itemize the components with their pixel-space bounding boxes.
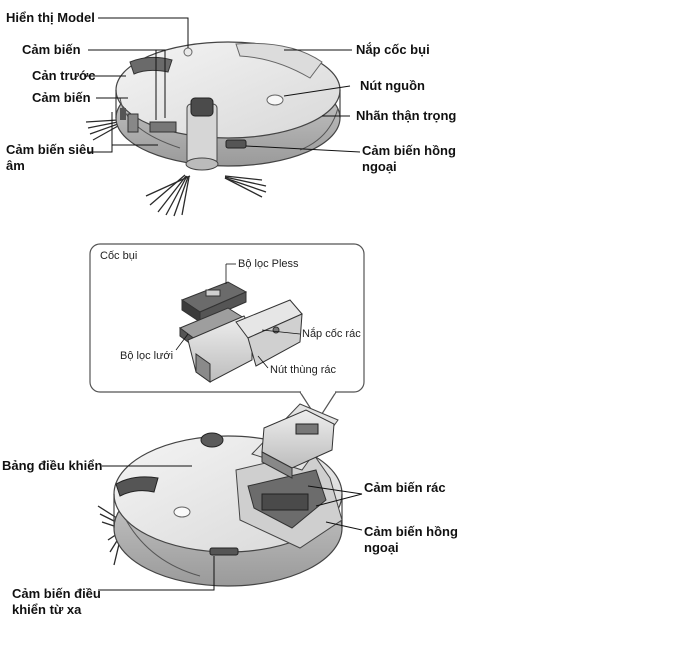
- inset-leader-lines: [175, 263, 301, 369]
- label-sensor-2: Cảm biến: [32, 90, 91, 105]
- inset-title: Cốc bụi: [100, 250, 138, 262]
- label-ultrasonic-sensor: Cảm biến siêu âm: [6, 142, 95, 173]
- side-brush-left: [85, 119, 119, 141]
- inset-parts: [179, 281, 303, 383]
- label-front-bumper: Cản trước: [32, 68, 96, 83]
- label-infrared-sensor-bottom: Cảm biến hồng ngoại: [364, 524, 458, 555]
- top-leader-lines: [84, 17, 361, 153]
- label-bin-button: Nút thùng rác: [270, 364, 337, 376]
- label-mesh-filter: Bộ lọc lưới: [120, 350, 174, 362]
- label-dust-cup-lid: Nắp cốc bụi: [356, 42, 430, 57]
- label-bin-lid: Nắp cốc rác: [302, 328, 361, 340]
- top-robot: [85, 41, 341, 217]
- label-infrared-sensor-top: Cảm biến hồng ngoại: [362, 143, 456, 174]
- label-model-display: Hiển thị Model: [6, 10, 95, 25]
- label-dirt-sensor: Cảm biến rác: [364, 480, 446, 495]
- label-remote-sensor: Cảm biến điều khiển từ xa: [12, 586, 101, 617]
- label-control-panel: Bảng điều khiển: [2, 458, 103, 473]
- side-brush-right: [224, 175, 267, 198]
- label-pless-filter: Bộ lọc Pless: [238, 258, 299, 270]
- label-caution-label: Nhãn thận trọng: [356, 108, 457, 123]
- bottom-robot: [97, 403, 343, 587]
- label-sensor-1: Cảm biến: [22, 42, 81, 57]
- bottom-leader-lines: [98, 465, 363, 591]
- label-power-button: Nút nguồn: [360, 78, 425, 93]
- side-brush-bottom: [145, 174, 191, 217]
